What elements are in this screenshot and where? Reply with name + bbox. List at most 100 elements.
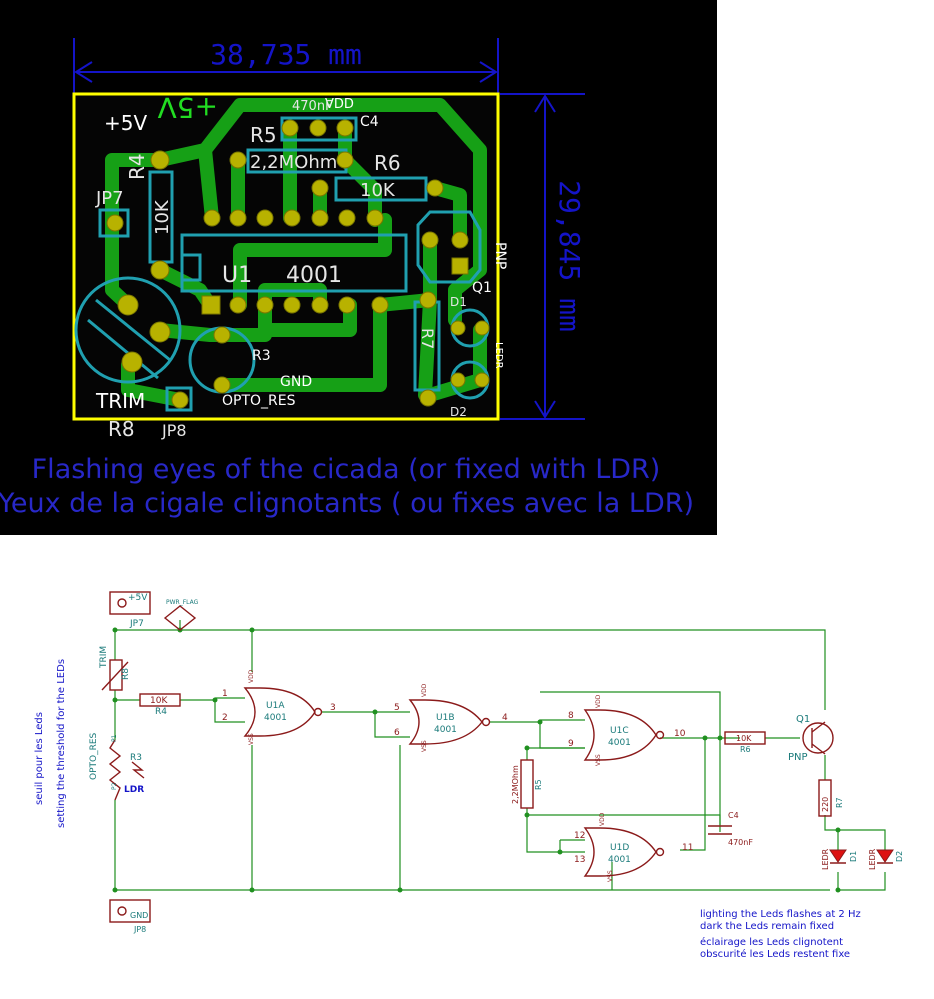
pin-8: 8 [568, 711, 574, 721]
width-dimension [73, 38, 499, 95]
jp8-value: GND [130, 911, 148, 920]
u1c-gate [583, 709, 657, 761]
pcb-u1-ref: U1 [222, 263, 252, 288]
r6-value: 10K [736, 734, 752, 743]
threshold-note-en: setting the threshold for the LEDs [56, 659, 67, 828]
jp8-symbol [109, 899, 151, 923]
pin-5: 5 [394, 703, 400, 713]
junctions [112, 627, 841, 893]
trim-r8-symbol [109, 659, 123, 691]
jp7-value: +5V [128, 593, 148, 603]
q1-outline [416, 210, 482, 284]
opto-label: OPTO_RES [89, 732, 99, 780]
pcb-trim-label: TRIM [95, 389, 145, 413]
r5-ref: R5 [534, 779, 543, 790]
u1d-ref: U1D [610, 843, 629, 853]
pcb-q1-ref: Q1 [472, 280, 492, 296]
r5-value: 2,2MOhm [511, 765, 520, 804]
pcb-plus5v-mirror-label: +5V [158, 91, 218, 124]
schematic-view: +5V JP7 PWR_FLAG TRIM R8 10K R4 OPTO_RES… [0, 560, 934, 995]
u1c-vss: VSS [595, 754, 602, 766]
u1d-vdd: VDD [599, 812, 606, 826]
r8-ref: R8 [121, 668, 131, 680]
r6-symbol [724, 731, 766, 745]
u1b-ref: U1B [436, 713, 455, 723]
pin-11: 11 [682, 843, 693, 853]
height-dimension [500, 93, 585, 420]
pin-4: 4 [502, 713, 508, 723]
pcb-svg: 38,735 mm 29,845 mm [0, 38, 694, 519]
pcb-r4-ref: R4 [125, 153, 149, 180]
ldr-label: LDR [124, 785, 144, 795]
pcb-r6-value: 10K [360, 180, 396, 201]
c4-value: 470nF [728, 838, 753, 847]
d2-ledr: LEDR [868, 848, 877, 870]
r7-symbol [818, 779, 832, 817]
trim-outline [74, 276, 182, 384]
pin-13: 13 [574, 855, 585, 865]
pcb-r5-value: 2,2MOhm [250, 152, 337, 173]
u1a-ref: U1A [266, 701, 285, 711]
pcb-jp8-ref: JP8 [161, 421, 187, 440]
r4-ref: R4 [155, 707, 167, 717]
pwr-flag-symbol [163, 605, 197, 631]
threshold-note-fr: seuil pour les Leds [34, 712, 45, 805]
u1b-vss: VSS [421, 740, 428, 752]
r3-ref: R3 [130, 753, 142, 763]
led-symbols [829, 849, 894, 864]
pcb-u1-value: 4001 [286, 263, 342, 288]
u1a-vss: VSS [248, 733, 255, 745]
note-en-line1: lighting the Leds flashes at 2 Hz [700, 909, 861, 920]
u1a-value: 4001 [264, 713, 287, 723]
pin-6: 6 [394, 728, 400, 738]
pcb-d2-ref: D2 [450, 405, 467, 419]
pcb-ledr-label: LEDR [493, 342, 504, 369]
pcb-vdd-label: VDD [325, 97, 354, 112]
q1-value: PNP [788, 752, 808, 763]
r6-outline [334, 176, 428, 202]
d1-ref: D1 [849, 851, 858, 862]
u1d-value: 4001 [608, 855, 631, 865]
pcb-plus5v-label: +5V [104, 111, 147, 135]
r5-symbol [520, 759, 534, 809]
u1c-vdd: VDD [595, 694, 602, 708]
pads [106, 119, 490, 409]
u1b-gate [408, 699, 483, 745]
r7-ref: R7 [835, 797, 844, 808]
ldr-pin-p1: P1 [111, 734, 118, 742]
pin-9: 9 [568, 739, 574, 749]
caption-french: Yeux de la cigale clignotants ( ou fixes… [0, 488, 694, 519]
u1d-gate [583, 827, 657, 877]
schematic-wires [114, 620, 886, 891]
pin-3: 3 [330, 703, 336, 713]
jp7-symbol [109, 591, 151, 615]
pcb-r4-value: 10K [152, 199, 173, 235]
caption-english: Flashing eyes of the cicada (or fixed wi… [32, 454, 661, 485]
ldr-pin-p2: P2 [111, 782, 118, 790]
pwr-flag-label: PWR_FLAG [166, 599, 199, 606]
u1c-value: 4001 [608, 738, 631, 748]
pcb-jp7-ref: JP7 [95, 188, 124, 209]
note-en-line2: dark the Leds remain fixed [700, 921, 834, 932]
jp7-ref: JP7 [129, 619, 144, 629]
u1-notch [180, 253, 202, 282]
pcb-layout-view: 38,735 mm 29,845 mm [0, 0, 717, 535]
jp8-ref: JP8 [133, 925, 146, 934]
pcb-gnd-label: GND [280, 374, 312, 390]
pcb-pnp-label: PNP [492, 242, 508, 269]
q1-ref: Q1 [796, 714, 810, 725]
pcb-r7-label: R7 [418, 328, 437, 349]
pcb-r8-ref: R8 [108, 417, 135, 441]
pin-12: 12 [574, 831, 585, 841]
u1b-value: 4001 [434, 725, 457, 735]
trim-label: TRIM [99, 646, 109, 669]
pcb-d1-ref: D1 [450, 295, 467, 309]
r4-value: 10K [150, 696, 168, 706]
pin-2: 2 [222, 713, 228, 723]
r6-ref: R6 [740, 745, 751, 754]
jp7-outline [98, 208, 130, 238]
schematic-svg: +5V JP7 PWR_FLAG TRIM R8 10K R4 OPTO_RES… [34, 591, 904, 960]
schematic-components [101, 591, 834, 923]
ldr-r3-symbol [108, 739, 122, 801]
u1a-vdd: VDD [248, 669, 255, 683]
